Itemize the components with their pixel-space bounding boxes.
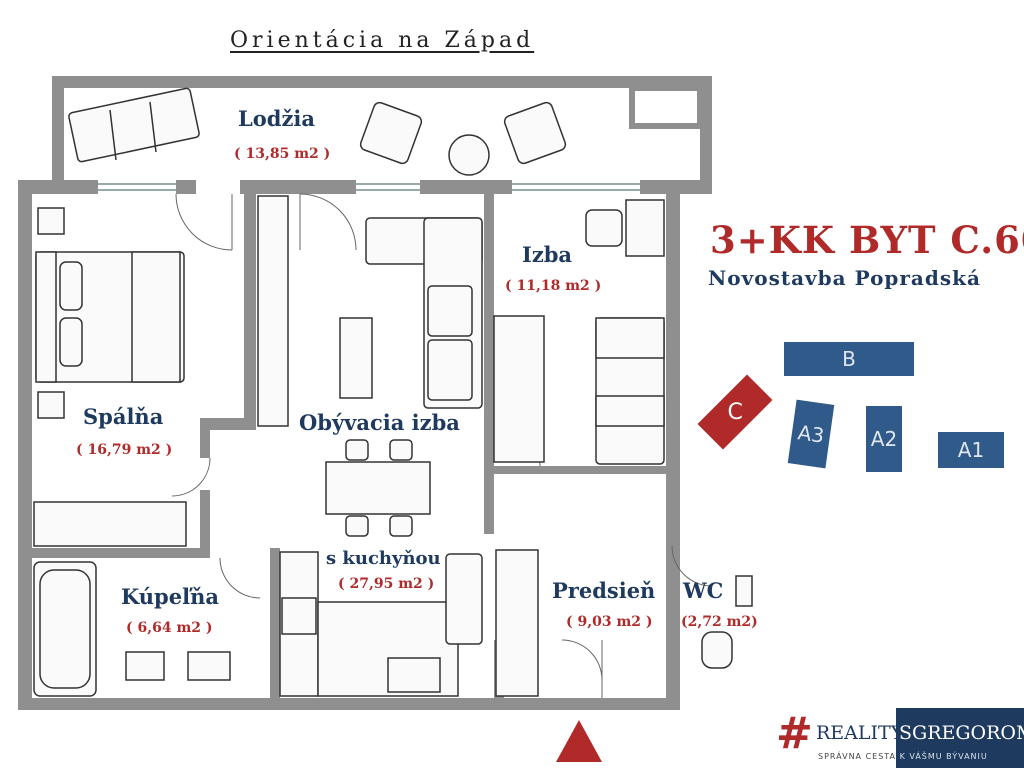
room-name-loggia: Lodžia [238, 106, 315, 131]
building-b: B [784, 342, 914, 376]
brand-tagline-left: SPRÁVNA CESTA [818, 752, 897, 761]
room-name-bathroom: Kúpeľňa [121, 584, 219, 609]
room-area-loggia: ( 13,85 m2 ) [234, 146, 331, 162]
room-area-bedroom: ( 16,79 m2 ) [76, 442, 173, 458]
brand-name-right: SGREGOROM [899, 722, 1024, 744]
brand-name-left: REALITY [816, 722, 904, 744]
room-name-hall: Predsieň [552, 578, 656, 603]
room-area-hall: ( 9,03 m2 ) [566, 614, 653, 630]
building-a2: A2 [866, 406, 902, 472]
brand-tagline: SPRÁVNA CESTA K VÁŠMU BÝVANIU [818, 752, 988, 761]
room-name-izba: Izba [522, 242, 573, 267]
orientation-label: Orientácia na Západ [230, 28, 535, 53]
room-area-bathroom: ( 6,64 m2 ) [126, 620, 213, 636]
room-name-wc: WC [683, 578, 724, 603]
room-area-living: ( 27,95 m2 ) [338, 576, 435, 592]
room-name-living-kitchen: s kuchyňou [326, 548, 441, 569]
apartment-subtitle: Novostavba Popradská [708, 266, 981, 290]
room-area-wc: (2,72 m2) [681, 614, 758, 630]
room-name-bedroom: Spálňa [83, 404, 164, 429]
hash-logo-icon: # [776, 708, 813, 759]
brand-box [896, 708, 1024, 768]
entrance-arrow-icon [556, 720, 602, 762]
brand-tagline-right: K VÁŠMU BÝVANIU [899, 752, 988, 761]
building-a1: A1 [938, 432, 1004, 468]
apartment-title: 3+KK BYT C.601 [710, 218, 1024, 262]
building-c-label: C [727, 399, 743, 425]
room-name-living: Obývacia izba [299, 410, 460, 435]
room-area-izba: ( 11,18 m2 ) [505, 278, 602, 294]
